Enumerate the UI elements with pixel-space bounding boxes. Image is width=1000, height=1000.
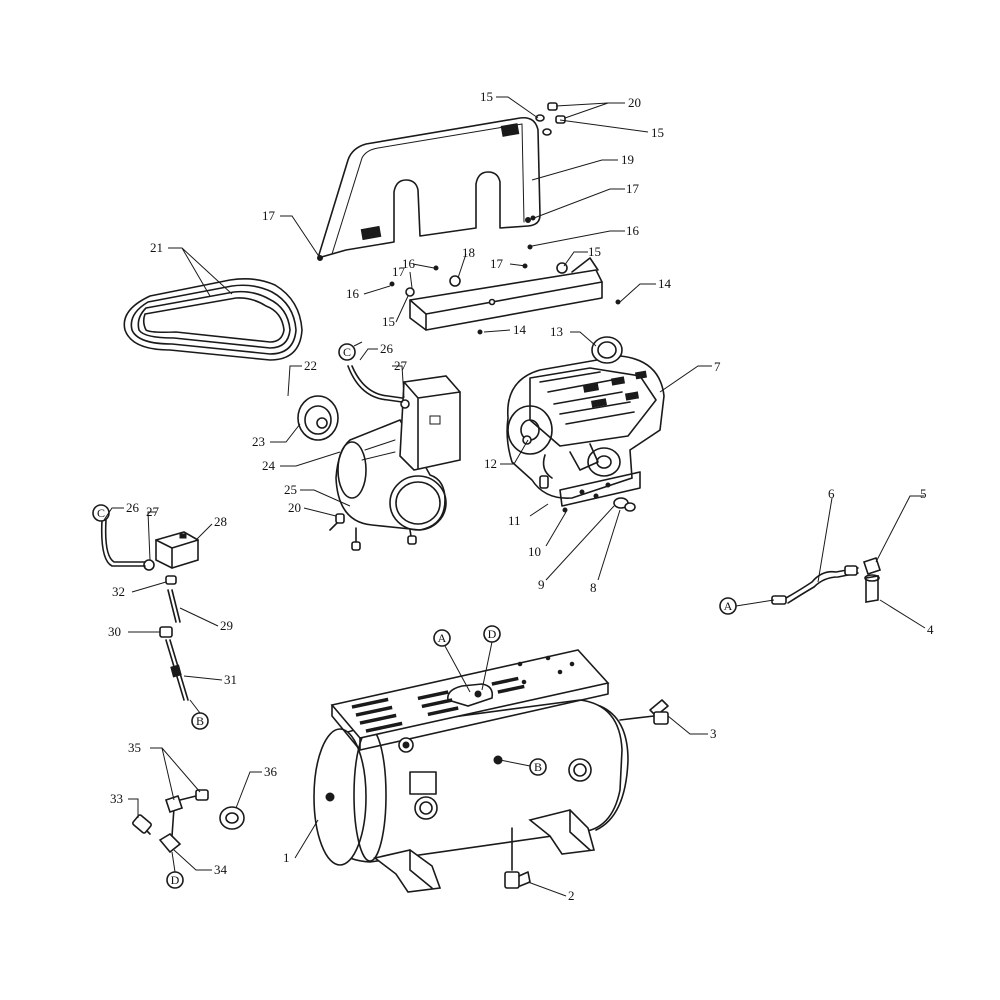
ref-a-tube: A: [724, 599, 733, 613]
label-10: 10: [528, 544, 541, 559]
label-16c: 16: [626, 223, 640, 238]
label-26b: 26: [126, 500, 140, 515]
label-16a: 16: [346, 286, 360, 301]
label-27a: 27: [394, 358, 408, 373]
tank-details: [398, 737, 592, 820]
label-5: 5: [920, 486, 927, 501]
label-17d: 17: [490, 256, 504, 271]
ref-circles: C C A B A D B D: [92, 343, 737, 889]
label-14a: 14: [658, 276, 672, 291]
pressure-switch: [100, 519, 199, 571]
label-36: 36: [264, 764, 278, 779]
label-8: 8: [590, 580, 597, 595]
label-12: 12: [484, 456, 497, 471]
label-15d: 15: [588, 244, 601, 259]
ref-b-tank: B: [534, 760, 542, 774]
label-27b: 27: [146, 504, 160, 519]
label-15a: 15: [480, 89, 493, 104]
ref-leaders: [171, 341, 775, 873]
label-18: 18: [462, 245, 475, 260]
gauge-assembly: [132, 789, 245, 854]
label-20a: 20: [628, 95, 641, 110]
label-15b: 15: [651, 125, 664, 140]
pulley: [297, 395, 339, 441]
guard-bracket: [389, 257, 621, 335]
ref-d-gauge: D: [171, 873, 180, 887]
belt-guard: [317, 116, 541, 261]
label-19: 19: [621, 152, 634, 167]
label-34: 34: [214, 862, 228, 877]
label-7: 7: [714, 359, 721, 374]
label-22: 22: [304, 358, 317, 373]
air-pump: [506, 336, 665, 513]
label-9: 9: [538, 577, 545, 592]
label-29: 29: [220, 618, 233, 633]
label-25: 25: [284, 482, 297, 497]
label-24: 24: [262, 458, 276, 473]
label-26a: 26: [380, 341, 394, 356]
label-13: 13: [550, 324, 563, 339]
label-1: 1: [283, 850, 290, 865]
ref-d-tank: D: [488, 627, 497, 641]
label-11: 11: [508, 513, 521, 528]
power-cord-c1: [347, 365, 403, 403]
label-35: 35: [128, 740, 141, 755]
motor-switch-box: [399, 375, 461, 471]
label-21: 21: [150, 240, 163, 255]
drain-valve-2: [504, 827, 531, 889]
part-leaders: [103, 96, 926, 897]
pressure-switch-fittings: [159, 575, 189, 701]
part-labels: 1 2 3 4 5 6 7 8 9 10 11 12 13 14 14 15 1…: [108, 89, 934, 903]
label-33: 33: [110, 791, 123, 806]
label-20b: 20: [288, 500, 301, 515]
guard-vent-bottom: [360, 225, 382, 241]
label-6: 6: [828, 486, 835, 501]
label-32: 32: [112, 584, 125, 599]
label-23: 23: [252, 434, 265, 449]
ref-c-motor: C: [343, 345, 351, 359]
label-15c: 15: [382, 314, 395, 329]
guard-fasteners: [527, 102, 566, 250]
guard-vent-top: [500, 123, 520, 137]
label-30: 30: [108, 624, 121, 639]
label-17a: 17: [262, 208, 276, 223]
tank-feet: [373, 809, 596, 893]
label-14b: 14: [513, 322, 527, 337]
ref-c-switch: C: [97, 506, 105, 520]
safety-valve-3: [619, 699, 669, 725]
outlet-tube: [771, 556, 882, 605]
label-28: 28: [214, 514, 227, 529]
label-4: 4: [927, 622, 934, 637]
label-16b: 16: [402, 256, 416, 271]
ref-b-switch: B: [196, 714, 204, 728]
tank-platform: [330, 649, 610, 751]
label-2: 2: [568, 888, 575, 903]
label-17b: 17: [392, 264, 406, 279]
ref-a-tank: A: [438, 631, 447, 645]
label-31: 31: [224, 672, 237, 687]
label-3: 3: [710, 726, 717, 741]
drive-belt: [123, 278, 303, 361]
label-17c: 17: [626, 181, 640, 196]
electric-motor: [329, 418, 447, 551]
